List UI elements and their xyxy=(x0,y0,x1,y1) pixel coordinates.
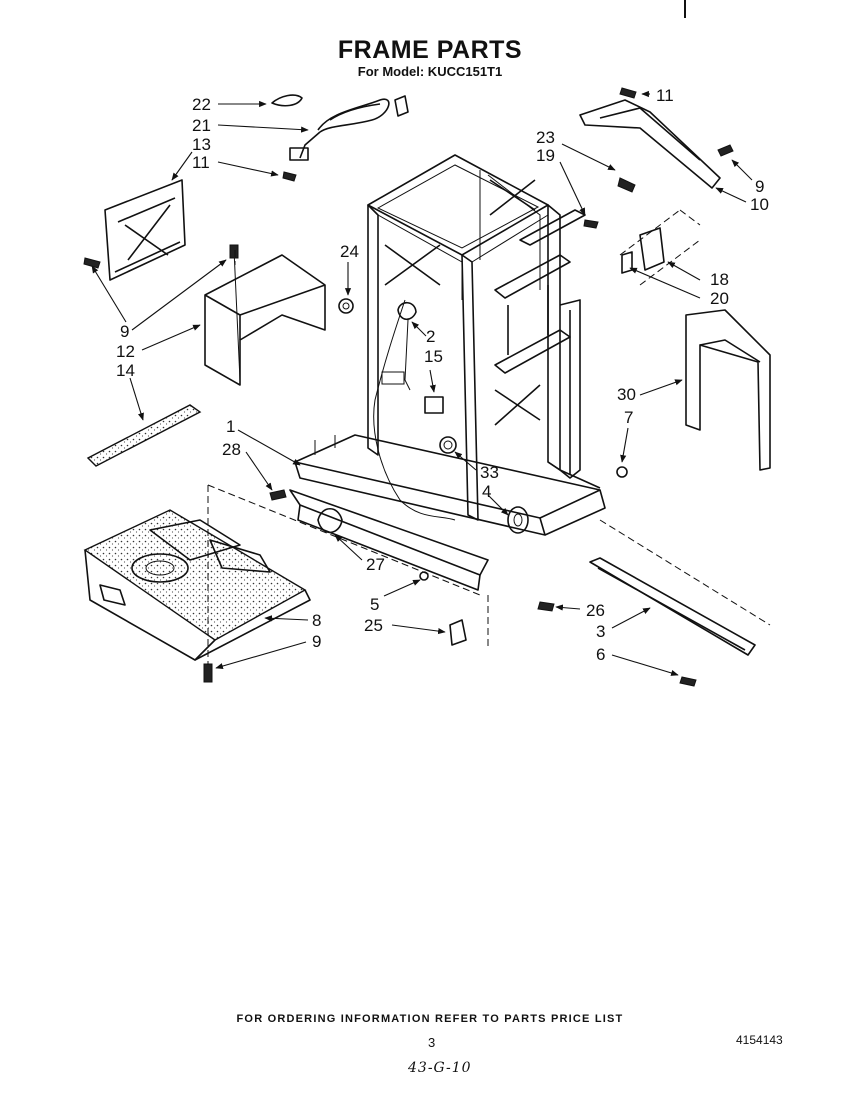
handwritten-note: 43-G-10 xyxy=(408,1060,472,1076)
cabinet-frame xyxy=(289,154,606,591)
callout-6: 6 xyxy=(596,645,605,664)
model-subtitle: For Model: KUCC151T1 xyxy=(357,64,503,79)
callout-26: 26 xyxy=(586,601,605,620)
callout-30: 30 xyxy=(617,385,636,404)
callout-9c: 9 xyxy=(312,632,321,651)
callout-15: 15 xyxy=(424,347,443,366)
callout-23: 23 xyxy=(536,128,555,147)
page-number: 3 xyxy=(428,1035,436,1050)
callout-33: 33 xyxy=(480,463,499,482)
callout-22: 22 xyxy=(192,95,211,114)
callout-11a: 11 xyxy=(192,153,210,172)
callout-5: 5 xyxy=(370,595,379,614)
callout-19: 19 xyxy=(536,146,555,165)
callout-21: 21 xyxy=(192,116,211,135)
callout-3: 3 xyxy=(596,622,605,641)
page-title: FRAME PARTS xyxy=(337,36,523,64)
margin-mark xyxy=(684,0,686,18)
callout-14: 14 xyxy=(116,361,135,380)
callout-2: 2 xyxy=(426,327,435,346)
document-number: 4154143 xyxy=(736,1033,783,1047)
callout-18: 18 xyxy=(710,270,729,289)
callout-20: 20 xyxy=(710,289,729,308)
callout-7: 7 xyxy=(624,408,633,427)
callout-labels: 22 21 13 11 11 23 19 9 10 24 18 20 9 12 … xyxy=(116,86,769,664)
callout-1: 1 xyxy=(226,417,235,436)
callout-25: 25 xyxy=(364,616,383,635)
callout-13: 13 xyxy=(192,135,211,154)
callout-9a: 9 xyxy=(755,177,764,196)
callout-8: 8 xyxy=(312,611,321,630)
callout-28: 28 xyxy=(222,440,241,459)
ordering-note: FOR ORDERING INFORMATION REFER TO PARTS … xyxy=(236,1013,624,1025)
callout-11b: 11 xyxy=(656,86,674,105)
small-parts xyxy=(83,87,771,687)
callout-27: 27 xyxy=(366,555,385,574)
callout-24: 24 xyxy=(340,242,359,261)
callout-4: 4 xyxy=(482,482,491,501)
callout-9b: 9 xyxy=(120,322,129,341)
leader-lines xyxy=(91,90,753,676)
callout-10: 10 xyxy=(750,195,769,214)
base-pan xyxy=(83,509,311,661)
callout-12: 12 xyxy=(116,342,135,361)
